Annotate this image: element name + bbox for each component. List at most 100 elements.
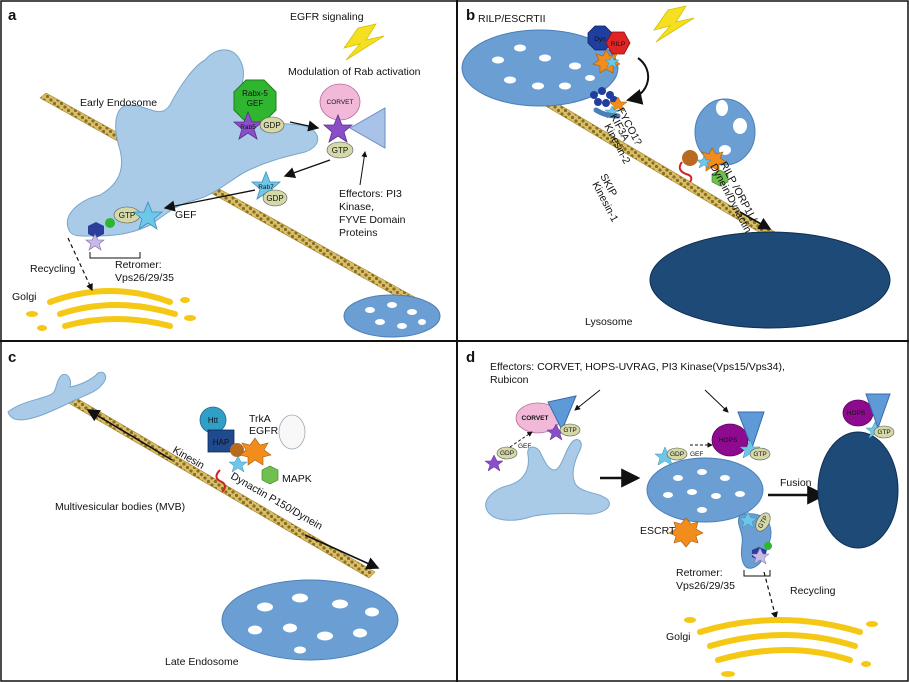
gtp-label-d2: GTP [753,451,766,458]
gdp-badge-a1 [259,116,285,134]
panel-letter-c: c [8,349,16,366]
panel-a: a Rabx-5 GEF [8,7,441,338]
mvb-b [461,29,619,107]
panel-b: b Dyn RILP [461,5,891,329]
dynein-cluster-b [590,87,628,119]
retromer-a-line1: Retromer: [115,259,162,271]
green-hexagon-b [711,169,729,187]
gdp-label-d1: GDP [500,450,514,457]
gef-label-d2: GEF [690,451,703,458]
dyn-label: Dyn [594,36,606,43]
trka-vesicle [278,414,306,450]
arrow-d-gef1 [509,431,533,448]
retromer-d-line1: Retromer: [676,567,723,579]
lysosome-label: Lysosome [585,316,633,328]
gtp-badge-d2 [749,447,771,461]
panel-d: d Effectors: CORVET, HOPS-UVRAG, PI3 Kin… [466,349,899,677]
gef-label-a1: GEF [247,99,264,108]
effector-triangle-a [348,107,386,149]
hops-label-d2: HOPS [847,410,866,417]
arrow-d-effectors-mid [704,389,729,413]
small-star-b2 [696,155,712,169]
corvet-label-a: CORVET [327,99,354,106]
gdp-label-a2: GDP [266,194,283,203]
arrow-a-effectors [359,151,368,186]
late-endosome-label: Late Endosome [165,656,239,668]
orange-burst-b2 [698,147,727,172]
rilp-label-b: RILP [611,41,625,48]
golgi-d [684,617,878,677]
panel-c: c Htt HAP TrkA [7,349,399,668]
kinesin-head-b [682,150,698,166]
gdp-label-a1: GDP [263,121,280,130]
kinesin-stalk-b [678,161,693,183]
gdp-label-d2: GDP [670,451,684,458]
arrow-b-curve [626,57,650,105]
recycling-label-d: Recycling [790,585,836,597]
retromer-d-line2: Vps26/29/35 [676,580,735,592]
gdp-badge-d1 [496,446,518,460]
vesicle-a [343,294,441,338]
mvb-d [646,457,764,523]
early-endosome-c [7,371,107,421]
dynactin-head-c [230,443,244,457]
rab-activation-star [322,113,354,143]
effectors-d-line2: Rubicon [490,374,529,386]
gtp-label-a1: GTP [332,146,348,155]
effectors-a-line3: FYVE Domain [339,214,406,226]
effector-triangle-d1 [547,395,577,432]
orange-burst-c [239,437,272,466]
gef-label-d1: GEF [518,443,531,450]
rab5-label: Rab5 [240,124,256,131]
golgi-a [26,288,196,331]
hap-square [207,429,235,453]
orange-burst-b1 [592,49,621,74]
cyan-star-d4 [738,511,758,529]
gtp-label-d3: GTP [877,429,890,436]
arrow-a-gef-to-rab5 [289,120,320,132]
htt-label: Htt [208,416,219,425]
arrow-d-effectors-left [574,389,601,411]
egfr-signaling-label: EGFR signaling [290,11,364,23]
effector-triangle-d3 [865,393,891,430]
gdp-badge-a2 [262,189,288,207]
effector-triangle-d2 [737,411,765,450]
gef-label-a2: GEF [175,209,197,221]
gtp-badge-d4 [755,512,771,532]
hap-label: HAP [213,438,229,447]
hops-label-d1: HOPS [719,437,738,444]
effectors-a-line1: Effectors: PI3 [339,188,402,200]
lysosome-d [817,431,899,549]
small-star-c [228,455,248,473]
rabx5-label: Rabx-5 [242,89,268,98]
escrt-label: ESCRT [640,525,676,537]
panel-letter-b: b [466,7,475,24]
late-endosome-c [221,579,399,661]
gdp-badge-d2 [666,447,688,461]
gtp-label-d1: GTP [563,427,576,434]
arrow-c-plus-end [304,534,380,570]
rilp-hexagon [605,31,631,55]
effectors-a-line2: Kinase, [339,201,374,213]
retromer-hexagon-blue [88,222,104,238]
purple-star-d2 [484,454,504,472]
retromer-circle-green [105,218,115,228]
retromer-circle-d [764,542,772,550]
fusion-label: Fusion [780,477,812,489]
egfr-label-c: EGFR [249,425,279,437]
bracket-a-retromer [89,252,141,259]
small-star-b1 [604,55,620,69]
modulation-label: Modulation of Rab activation [288,66,421,78]
bracket-d-retromer [743,570,771,577]
gtp-label-a2: GTP [119,211,135,220]
lysosome-b [649,231,891,329]
early-endosome-label: Early Endosome [80,97,157,109]
rab5-star-icon [232,110,264,140]
kinesin-stalk-c [215,469,226,493]
panel-letter-a: a [8,7,17,24]
arrow-a-recycling [67,237,93,292]
rab7-label: Rab7 [258,184,274,191]
rab7-active-star [132,200,164,230]
rilp-escrtii-label: RILP/ESCRTII [478,13,546,25]
